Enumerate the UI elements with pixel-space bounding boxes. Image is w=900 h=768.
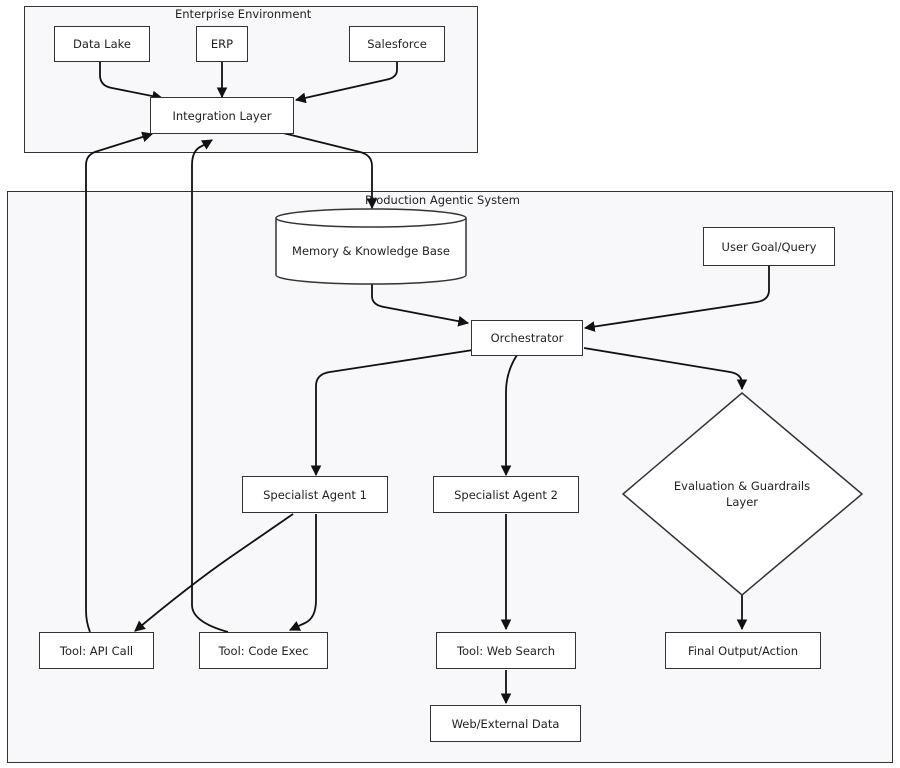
tool-web-search-label: Tool: Web Search — [456, 643, 556, 658]
edge-orchestrator-agent2 — [500, 354, 518, 477]
memory-cylinder — [275, 208, 467, 285]
final-output-action-node[interactable]: Final Output/Action — [665, 632, 821, 669]
edge-salesforce-integration — [294, 62, 398, 104]
edge-agent1-toolcode — [289, 514, 317, 631]
tool-code-exec-label: Tool: Code Exec — [218, 643, 309, 658]
evaluation-guardrails-line1: Evaluation & Guardrails — [673, 479, 811, 493]
evaluation-guardrails-label[interactable]: Evaluation & Guardrails Layer — [652, 478, 832, 510]
edge-toolapi-integration — [85, 131, 154, 633]
user-goal-query-label: User Goal/Query — [721, 239, 817, 254]
salesforce-label: Salesforce — [367, 37, 427, 51]
specialist-agent-1-label: Specialist Agent 1 — [263, 487, 367, 502]
data-lake-label: Data Lake — [73, 37, 131, 51]
enterprise-environment-label: Enterprise Environment — [175, 7, 312, 21]
edge-integration-memory — [282, 132, 378, 210]
web-external-data-node[interactable]: Web/External Data — [430, 705, 581, 742]
specialist-agent-1-node[interactable]: Specialist Agent 1 — [242, 476, 388, 513]
tool-api-call-label: Tool: API Call — [59, 643, 134, 658]
orchestrator-node[interactable]: Orchestrator — [471, 320, 583, 356]
final-output-action-label: Final Output/Action — [688, 643, 798, 658]
erp-label: ERP — [210, 37, 234, 51]
evaluation-guardrails-line2: Layer — [725, 495, 759, 509]
tool-api-call-node[interactable]: Tool: API Call — [39, 632, 154, 669]
specialist-agent-2-label: Specialist Agent 2 — [454, 487, 558, 502]
edge-memory-orchestrator — [371, 283, 470, 327]
edge-orchestrator-agent1 — [310, 349, 474, 477]
memory-knowledge-base-label: Memory & Knowledge Base — [292, 244, 450, 258]
edge-orchestrator-evaluation — [583, 347, 748, 391]
erp-node[interactable]: ERP — [196, 26, 248, 62]
edge-toolcode-integration — [191, 139, 229, 633]
web-external-data-label: Web/External Data — [451, 716, 560, 731]
specialist-agent-2-node[interactable]: Specialist Agent 2 — [433, 476, 579, 513]
salesforce-node[interactable]: Salesforce — [349, 26, 445, 62]
integration-layer-label: Integration Layer — [172, 108, 272, 123]
production-system-label: Production Agentic System — [365, 193, 520, 207]
memory-knowledge-base-node[interactable]: Memory & Knowledge Base — [276, 226, 466, 276]
evaluation-diamond — [621, 392, 864, 596]
tool-web-search-node[interactable]: Tool: Web Search — [436, 632, 576, 669]
edge-usergoal-orchestrator — [583, 266, 770, 332]
tool-code-exec-node[interactable]: Tool: Code Exec — [199, 632, 328, 669]
data-lake-node[interactable]: Data Lake — [54, 26, 150, 62]
edge-agent1-toolapi — [134, 513, 294, 632]
integration-layer-node[interactable]: Integration Layer — [150, 97, 294, 134]
orchestrator-label: Orchestrator — [490, 331, 564, 345]
user-goal-query-node[interactable]: User Goal/Query — [703, 227, 835, 266]
edge-datalake-integration — [99, 62, 164, 102]
